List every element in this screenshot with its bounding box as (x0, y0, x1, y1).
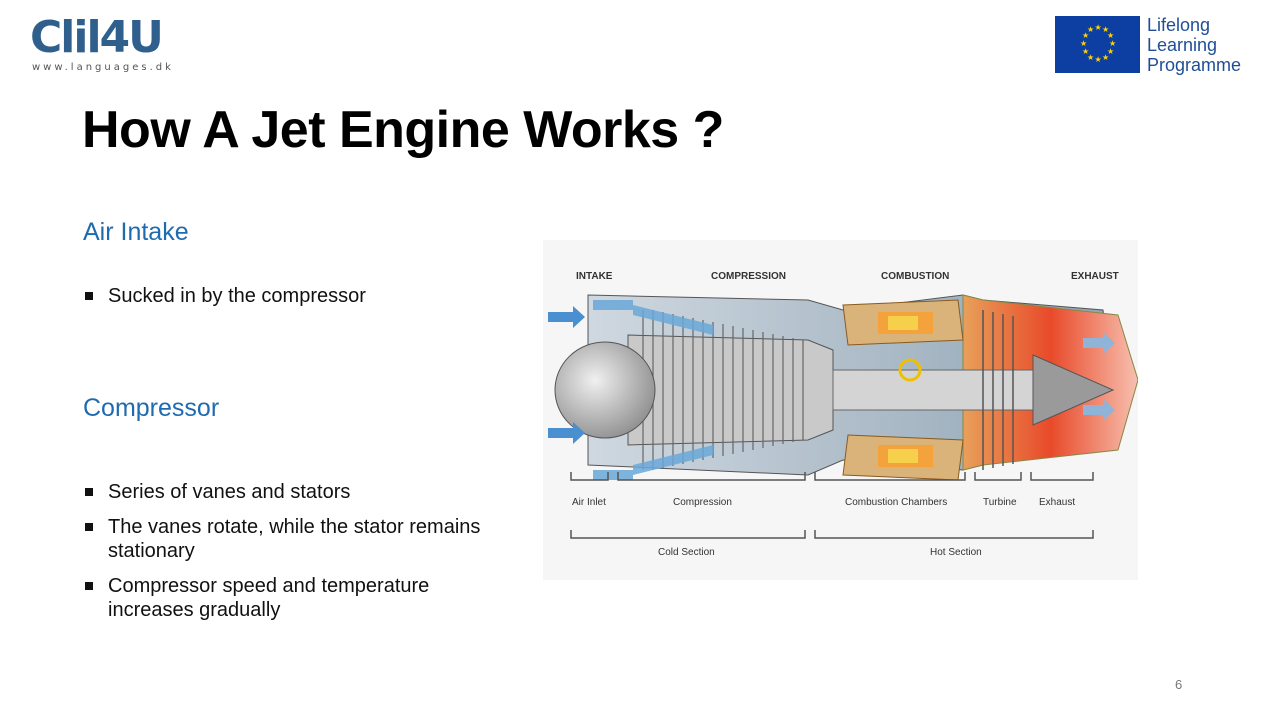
air-intake-bullet-list: Sucked in by the compressor (85, 284, 485, 319)
svg-text:★: ★ (1095, 55, 1102, 64)
svg-text:★: ★ (1109, 39, 1116, 48)
lifelong-learning-logo: ★ ★ ★ ★ ★ ★ ★ ★ ★ ★ ★ ★ Lifelong Learnin… (1055, 15, 1265, 76)
svg-text:★: ★ (1102, 53, 1109, 62)
list-item: The vanes rotate, while the stator remai… (85, 515, 485, 563)
list-item: Sucked in by the compressor (85, 284, 485, 308)
zone-label-hot-section: Hot Section (930, 547, 982, 558)
slide-title: How A Jet Engine Works ? (82, 101, 724, 159)
lifelong-learning-text: Lifelong Learning Programme (1147, 15, 1241, 75)
bullet-text: Sucked in by the compressor (108, 285, 366, 307)
section-label-exhaust: Exhaust (1039, 497, 1075, 508)
section-label-air-inlet: Air Inlet (572, 497, 606, 508)
svg-text:★: ★ (1087, 53, 1094, 62)
page-number: 6 (1175, 677, 1183, 692)
heading-compressor: Compressor (83, 394, 220, 422)
svg-text:★: ★ (1080, 39, 1087, 48)
stage-label-intake: INTAKE (576, 271, 613, 282)
zone-label-cold-section: Cold Section (658, 547, 715, 558)
stage-label-exhaust: EXHAUST (1071, 271, 1119, 282)
clil4u-logo-url: www.languages.dk (32, 62, 174, 73)
combustion-chamber-bottom (842, 434, 964, 481)
list-item: Compressor speed and temperature increas… (85, 574, 485, 622)
bullet-text: Compressor speed and temperature increas… (108, 575, 430, 621)
svg-text:★: ★ (1087, 25, 1094, 34)
clil4u-logo: Clil4U www.languages.dk (30, 12, 175, 74)
bullet-icon (85, 582, 93, 590)
svg-text:★: ★ (1107, 47, 1114, 56)
compressor-rotor (627, 334, 834, 446)
section-label-combustion-chambers: Combustion Chambers (845, 497, 947, 508)
eu-flag-icon: ★ ★ ★ ★ ★ ★ ★ ★ ★ ★ ★ ★ (1055, 16, 1140, 73)
heading-air-intake: Air Intake (83, 218, 189, 246)
stage-label-compression: COMPRESSION (711, 271, 786, 282)
llp-line-2: Learning (1147, 35, 1218, 55)
nose-cone (554, 341, 656, 439)
bullet-text: Series of vanes and stators (108, 481, 351, 503)
list-item: Series of vanes and stators (85, 480, 485, 504)
bullet-text: The vanes rotate, while the stator remai… (108, 516, 481, 562)
bullet-icon (85, 488, 93, 496)
svg-text:★: ★ (1107, 31, 1114, 40)
section-label-compression: Compression (673, 497, 732, 508)
bullet-icon (85, 523, 93, 531)
section-label-turbine: Turbine (983, 497, 1017, 508)
svg-text:★: ★ (1102, 25, 1109, 34)
svg-text:★: ★ (1082, 47, 1089, 56)
combustion-chamber-top (842, 299, 964, 346)
compressor-bullet-list: Series of vanes and stators The vanes ro… (85, 480, 485, 633)
svg-text:★: ★ (1082, 31, 1089, 40)
llp-line-3: Programme (1147, 55, 1242, 75)
llp-line-1: Lifelong (1147, 15, 1211, 35)
jet-engine-diagram: INTAKE COMPRESSION COMBUSTION EXHAUST (543, 240, 1139, 580)
stage-label-combustion: COMBUSTION (881, 271, 949, 282)
svg-text:★: ★ (1095, 23, 1102, 32)
clil4u-logo-text: Clil4U (30, 12, 164, 63)
bullet-icon (85, 292, 93, 300)
